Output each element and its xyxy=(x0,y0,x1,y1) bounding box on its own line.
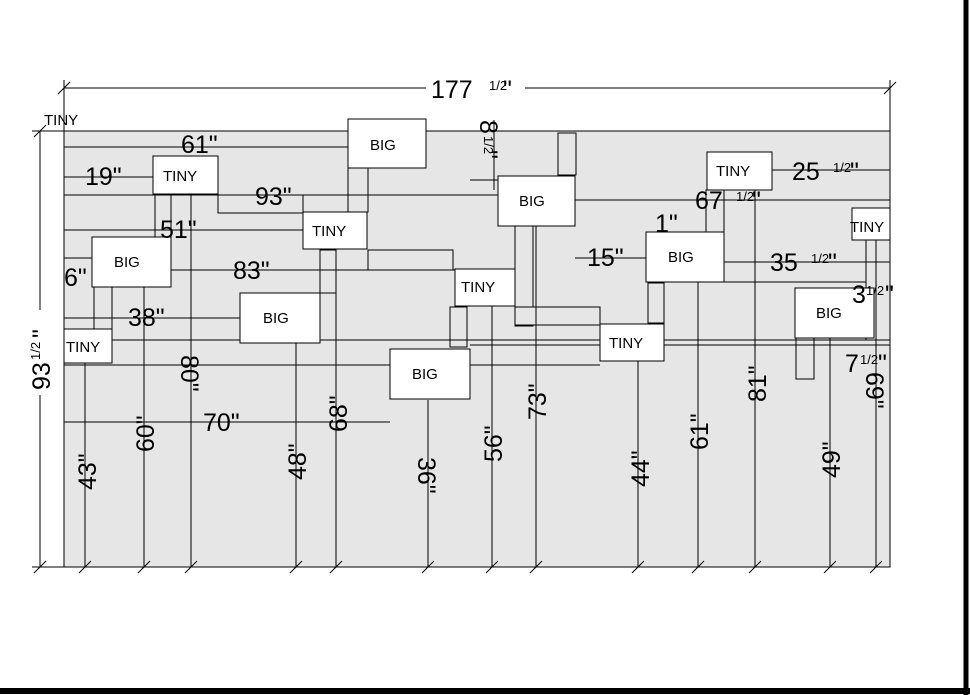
svg-text:67: 67 xyxy=(695,187,723,215)
tiny-box-right-top-label: TINY xyxy=(716,163,750,180)
tiny-box-right-edge: TINY xyxy=(850,207,891,241)
wall-area xyxy=(63,130,891,568)
svg-text:": " xyxy=(474,150,502,159)
tiny-box-center-label: TINY xyxy=(312,223,346,240)
big-box-left-label: BIG xyxy=(114,254,140,271)
svg-text:35: 35 xyxy=(770,249,798,277)
svg-text:1/2: 1/2 xyxy=(860,352,878,367)
dim-73-vertical: 73" xyxy=(524,383,552,420)
overall-width-whole: 177 xyxy=(431,76,473,104)
tiny-box-topleft-label: TINY xyxy=(44,112,78,129)
dim-80-vertical: 80" xyxy=(175,355,203,392)
big-box-center-label: BIG xyxy=(263,310,289,327)
svg-text:25: 25 xyxy=(792,158,820,186)
tiny-box-lower-label: TINY xyxy=(609,335,643,352)
svg-text:3: 3 xyxy=(852,281,866,309)
svg-text:": " xyxy=(885,281,894,309)
overall-height-unit: " xyxy=(28,329,56,338)
dim-48-vertical: 48" xyxy=(284,443,312,480)
big-box-center: BIG xyxy=(239,292,321,344)
svg-text:1/2: 1/2 xyxy=(736,189,754,204)
svg-text:1/2: 1/2 xyxy=(866,283,884,298)
svg-text:1/2: 1/2 xyxy=(481,136,496,154)
big-box-right: BIG xyxy=(645,231,725,283)
dim-1: 1" xyxy=(655,210,678,238)
svg-text:7: 7 xyxy=(845,350,859,378)
tiny-box-center: TINY xyxy=(302,211,368,250)
tiny-box-upper: TINY xyxy=(152,155,219,195)
overall-height-frac: 1/2 xyxy=(28,342,43,360)
overall-width-frac: 1/2 xyxy=(489,78,507,93)
dim-3-half: 3 1/2 " xyxy=(852,281,894,309)
svg-text:": " xyxy=(850,158,859,186)
dim-44-vertical: 44" xyxy=(627,450,655,487)
tiny-box-mid: TINY xyxy=(454,268,516,307)
dim-43-vertical: 43" xyxy=(74,453,102,490)
dim-83: 83" xyxy=(233,257,270,285)
tiny-box-lower: TINY xyxy=(599,323,665,362)
dim-49-vertical: 49" xyxy=(818,441,846,478)
dim-38: 38" xyxy=(128,304,165,332)
svg-text:": " xyxy=(752,187,761,215)
dim-67-half: 67 1/2 " xyxy=(695,187,761,215)
dim-36-vertical: 36" xyxy=(412,457,440,494)
dim-15: 15" xyxy=(587,244,624,272)
tiny-box-upper-label: TINY xyxy=(163,168,197,185)
tiny-box-left-label: TINY xyxy=(66,339,100,356)
dim-19: 19" xyxy=(85,163,122,191)
tiny-box-left: TINY xyxy=(63,328,113,364)
big-box-top: BIG xyxy=(347,118,427,169)
overall-width-dimension: 177 1/2 " xyxy=(57,76,897,131)
big-box-mid: BIG xyxy=(497,175,576,227)
big-box-far-right-label: BIG xyxy=(816,305,842,322)
dim-93: 93" xyxy=(255,183,292,211)
dim-25-half: 25 1/2 " xyxy=(792,158,859,186)
big-box-mid-label: BIG xyxy=(519,193,545,210)
dim-61: 61" xyxy=(181,131,218,159)
dim-60-vertical: 60" xyxy=(132,415,160,452)
big-box-far-right: BIG xyxy=(794,287,875,339)
svg-text:1/2: 1/2 xyxy=(833,160,851,175)
dim-81-vertical: 81" xyxy=(744,365,772,402)
dim-51: 51" xyxy=(160,216,197,244)
dim-35-half: 35 1/2 " xyxy=(770,249,837,277)
bottom-tick-marks xyxy=(78,560,883,574)
dim-7-half: 7 1/2 " xyxy=(845,350,887,378)
dim-69-vertical: 69" xyxy=(860,372,888,409)
dim-8-half-vertical: 8 1/2 " xyxy=(474,120,502,159)
dim-68-vertical: 68" xyxy=(325,395,353,432)
dim-70: 70" xyxy=(203,409,240,437)
dim-61-vertical: 61" xyxy=(686,413,714,450)
big-box-bottom: BIG xyxy=(389,348,471,400)
overall-height-whole: 93 xyxy=(28,362,56,390)
tiny-box-right-edge-label: TINY xyxy=(850,219,884,236)
overall-width-unit: " xyxy=(503,76,512,104)
vertical-guide-lines xyxy=(84,120,891,567)
svg-text:": " xyxy=(828,249,837,277)
tiny-box-right-top: TINY xyxy=(706,151,773,191)
dim-6: 6" xyxy=(64,264,87,292)
tiny-box-mid-label: TINY xyxy=(461,279,495,296)
tiny-box-topleft: TINY xyxy=(44,100,78,131)
big-box-bottom-label: BIG xyxy=(412,366,438,383)
svg-text:8: 8 xyxy=(474,120,502,134)
svg-text:1/2: 1/2 xyxy=(811,251,829,266)
big-box-top-label: BIG xyxy=(370,137,396,154)
big-box-left: BIG xyxy=(91,236,172,288)
overall-height-dimension: 93 1/2 " xyxy=(28,124,64,574)
big-box-right-label: BIG xyxy=(668,249,694,266)
dim-56-vertical: 56" xyxy=(480,425,508,462)
svg-text:": " xyxy=(878,350,887,378)
